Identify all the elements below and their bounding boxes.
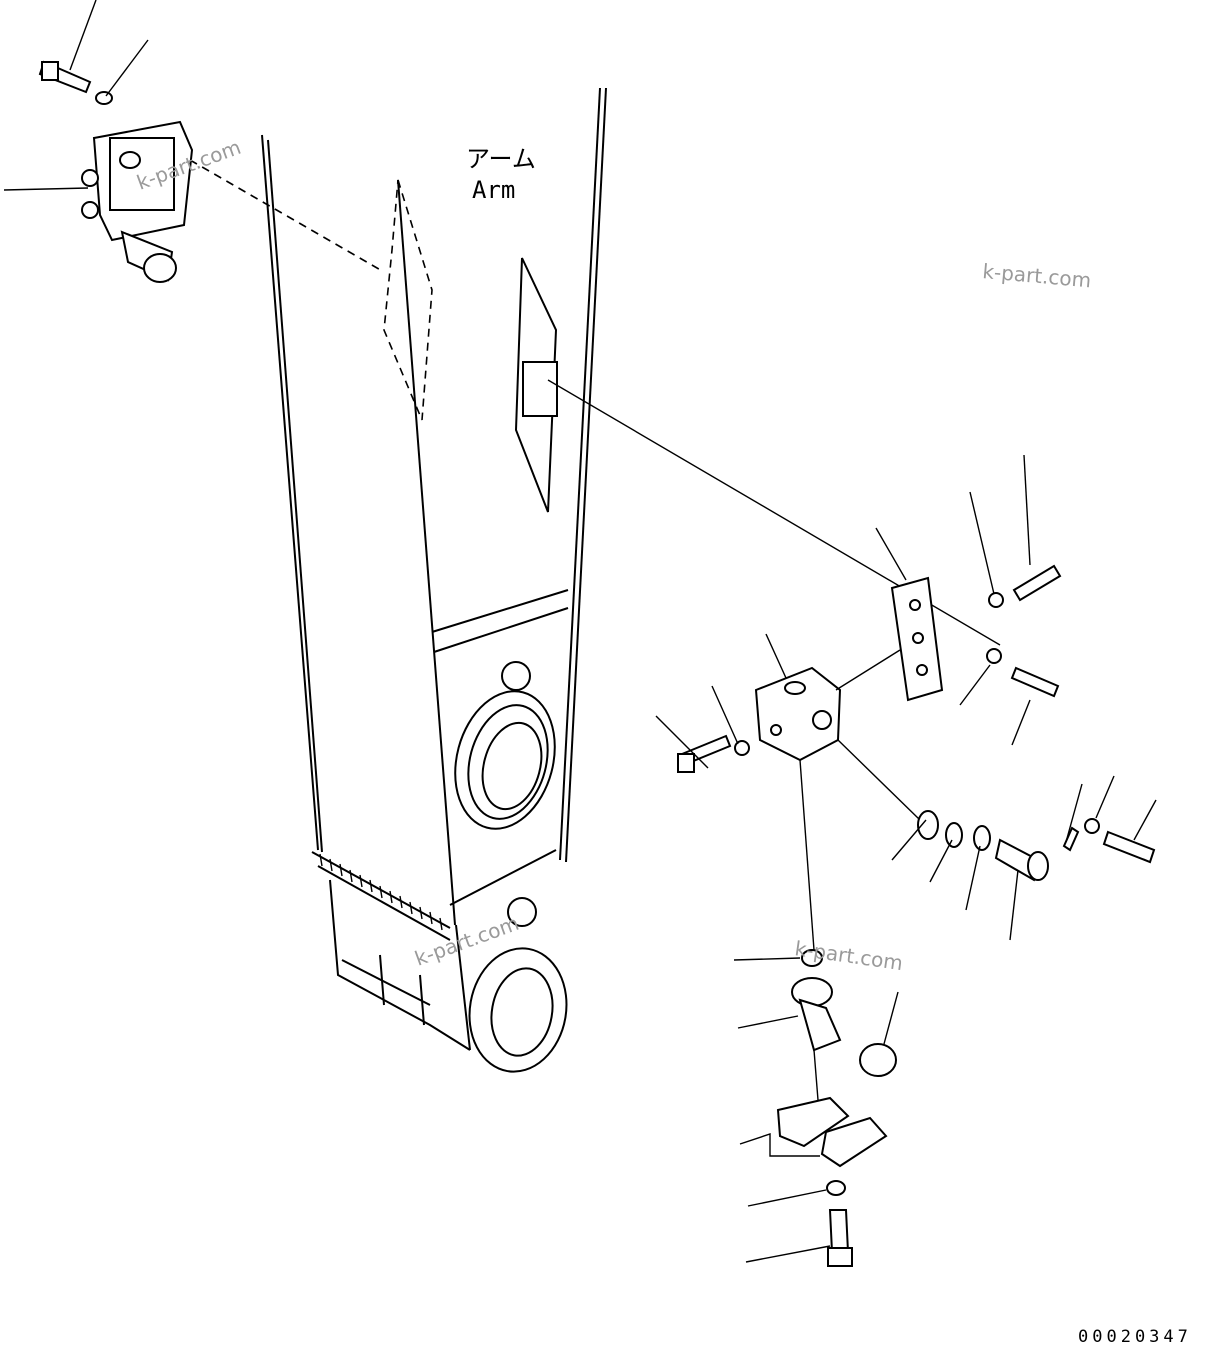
arm-label-en: Arm bbox=[472, 176, 515, 204]
valve-assembly bbox=[81, 120, 194, 283]
elbow-fitting bbox=[791, 977, 842, 1052]
flange-washer bbox=[826, 1180, 846, 1196]
o-ring-2 bbox=[945, 822, 963, 848]
bracket bbox=[890, 576, 944, 702]
nut bbox=[859, 1043, 897, 1077]
connector-block bbox=[754, 666, 842, 762]
sensor-bolt bbox=[1102, 830, 1156, 864]
bracket-washer-upper bbox=[988, 592, 1004, 608]
block-washer bbox=[734, 740, 750, 756]
bracket-washer-lower bbox=[986, 648, 1002, 664]
drawing-number: 00020347 bbox=[1078, 1327, 1192, 1347]
watermark-2: k-part.com bbox=[982, 259, 1093, 292]
sensor-washer bbox=[1084, 818, 1100, 834]
o-ring-1 bbox=[917, 810, 939, 840]
block-bolt bbox=[677, 734, 732, 773]
split-flange bbox=[776, 1096, 888, 1168]
valve-washer bbox=[95, 91, 113, 105]
fitting-cap bbox=[801, 949, 823, 967]
flange-bolt bbox=[827, 1209, 853, 1267]
arm-label-jp: アーム bbox=[466, 145, 536, 173]
sensor bbox=[994, 838, 1049, 882]
mounting-outline-dashed bbox=[383, 179, 433, 421]
arm-body bbox=[261, 87, 607, 1073]
valve-bolt bbox=[38, 60, 92, 94]
weld-hatching bbox=[319, 853, 443, 931]
sensor-screw bbox=[1062, 826, 1080, 852]
mounting-plate bbox=[514, 257, 558, 513]
bracket-bolt-lower bbox=[1010, 666, 1060, 698]
snap-ring bbox=[973, 825, 991, 851]
watermark-4: k-part.com bbox=[793, 936, 904, 975]
bracket-bolt-upper bbox=[1012, 564, 1062, 602]
